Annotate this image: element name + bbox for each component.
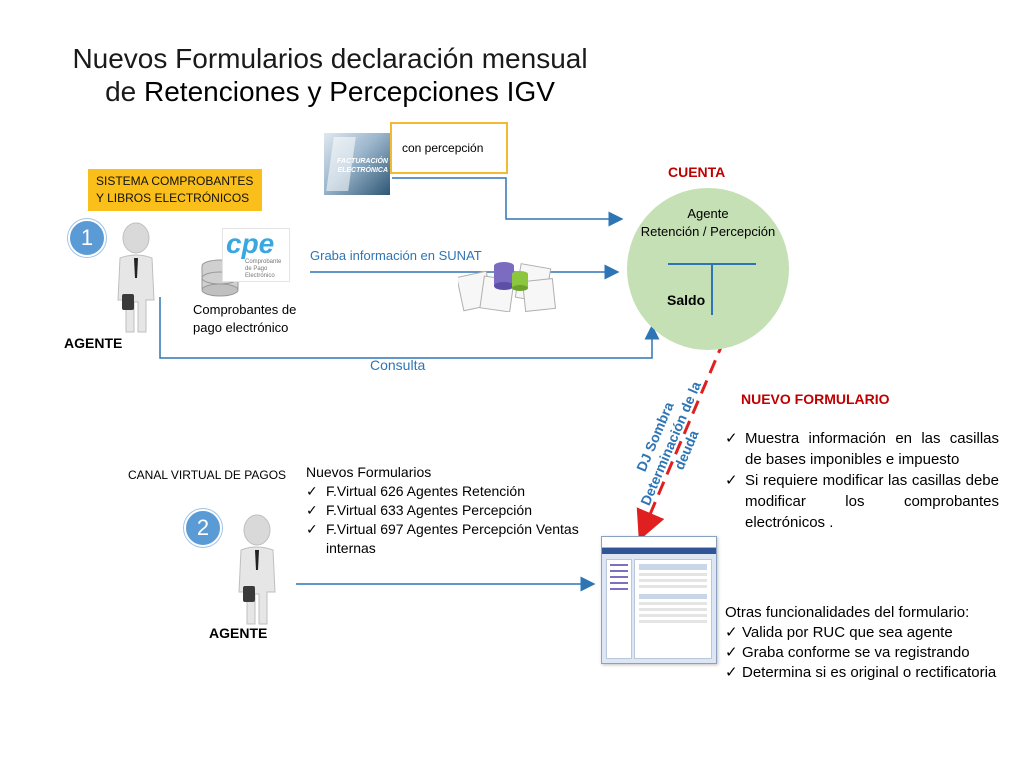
formularios-list: ✓ F.Virtual 626 Agentes Retención ✓ F.Virt…	[306, 482, 594, 558]
list-item-text: Determina si es original o rectificatori…	[742, 664, 997, 681]
cpe-logo: cpe Comprobante de Pago Electrónico	[200, 228, 290, 297]
t-account-vertical	[711, 263, 713, 315]
facturacion-logo-line-2: ELECTRÓNICA	[337, 167, 388, 174]
comprobantes-line-1: Comprobantes de	[193, 302, 297, 317]
agente-label-1: AGENTE	[64, 335, 123, 351]
list-item-text: Muestra información en las casillas de b…	[745, 430, 999, 468]
agent-figure-2-icon	[238, 514, 276, 625]
consulta-arrow	[159, 297, 660, 359]
cuenta-text: Agente Retención / Percepción	[627, 205, 789, 241]
comprobantes-caption: Comprobantes de pago electrónico	[193, 301, 296, 337]
documents-database-icon	[458, 262, 557, 312]
consulta-label: Consulta	[370, 357, 426, 373]
facturacion-electronica-logo: FACTURACIÓN ELECTRÓNICA	[324, 133, 390, 195]
otras-title: Otras funcionalidades del formulario:	[725, 604, 970, 621]
check-icon: ✓	[306, 521, 318, 537]
list-item: ✓ Si requiere modificar las casillas debe…	[725, 470, 999, 533]
nuevo-formulario-list: ✓ Muestra información en las casillas de …	[725, 428, 999, 533]
step-1-badge: 1	[68, 219, 106, 257]
cuenta-circle: Agente Retención / Percepción Saldo	[627, 188, 789, 350]
con-percepcion-box: con percepción	[390, 122, 508, 174]
list-item: ✓Valida por RUC que sea agente	[725, 623, 1015, 643]
form-screenshot	[601, 536, 717, 664]
title-line-2-prefix: de	[105, 76, 145, 107]
check-icon: ✓	[725, 430, 738, 447]
cpe-logo-card: cpe Comprobante de Pago Electrónico	[222, 228, 290, 282]
check-icon: ✓	[306, 483, 318, 499]
sistema-box: SISTEMA COMPROBANTES Y LIBROS ELECTRÓNIC…	[88, 169, 262, 211]
cpe-logo-subtext: Comprobante de Pago Electrónico	[223, 259, 289, 280]
cuenta-label: CUENTA	[668, 164, 726, 180]
comprobantes-line-2: pago electrónico	[193, 320, 289, 335]
agent-figure-icon	[117, 222, 155, 333]
check-icon: ✓	[725, 664, 738, 681]
sistema-line-1: SISTEMA COMPROBANTES	[96, 174, 254, 188]
form-screenshot-content	[634, 559, 712, 659]
step-2-badge: 2	[184, 509, 222, 547]
database-icon	[201, 259, 239, 297]
cpe-logo-subtext-3: Electrónico	[245, 273, 275, 279]
list-item: ✓Determina si es original o rectificator…	[725, 663, 1015, 683]
list-item: ✓ F.Virtual 697 Agentes Percepción Ventas…	[306, 520, 594, 558]
list-item-text: F.Virtual 633 Agentes Percepción	[326, 502, 532, 518]
facturacion-to-cuenta-arrow	[392, 177, 624, 227]
facturacion-logo-line-1: FACTURACIÓN	[337, 158, 388, 165]
cpe-logo-subtext-1: Comprobante	[245, 259, 282, 265]
list-item-text: F.Virtual 626 Agentes Retención	[326, 483, 525, 499]
form-screenshot-header	[602, 537, 716, 548]
form-screenshot-bar	[602, 548, 716, 554]
list-item: ✓ Muestra información en las casillas de …	[725, 428, 999, 470]
list-item-text: Si requiere modificar las casillas debe …	[745, 472, 999, 531]
title-line-1: Nuevos Formularios declaración mensual	[72, 43, 588, 74]
list-item: ✓Graba conforme se va registrando	[725, 643, 1015, 663]
check-icon: ✓	[725, 472, 738, 489]
cuenta-line-1: Agente	[687, 206, 729, 221]
check-icon: ✓	[725, 624, 738, 641]
graba-label: Graba información en SUNAT	[310, 248, 482, 263]
agente-label-2: AGENTE	[209, 625, 268, 641]
list-item-text: Valida por RUC que sea agente	[742, 624, 953, 641]
cpe-logo-subtext-2: de Pago	[245, 266, 268, 272]
saldo-label: Saldo	[667, 292, 706, 308]
sistema-line-2: Y LIBROS ELECTRÓNICOS	[96, 191, 250, 205]
otras-list: ✓Valida por RUC que sea agente ✓Graba co…	[725, 623, 1015, 683]
title-emphasis: Retenciones y Percepciones IGV	[144, 76, 555, 107]
form-screenshot-sidebar	[606, 559, 632, 659]
list-item: ✓ F.Virtual 633 Agentes Percepción	[306, 501, 594, 520]
list-item: ✓ F.Virtual 626 Agentes Retención	[306, 482, 594, 501]
dj-sombra-dashed-arrow	[636, 339, 726, 541]
nuevos-formularios-title: Nuevos Formularios	[306, 464, 432, 480]
facturacion-logo-text: FACTURACIÓN ELECTRÓNICA	[337, 157, 388, 175]
check-icon: ✓	[725, 644, 738, 661]
otras-funcionalidades: Otras funcionalidades del formulario: ✓V…	[725, 603, 1015, 683]
canal-virtual-label: CANAL VIRTUAL DE PAGOS	[128, 468, 287, 482]
page-title: Nuevos Formularios declaración mensual d…	[40, 42, 620, 108]
title-line-2: de Retenciones y Percepciones IGV	[40, 75, 620, 108]
check-icon: ✓	[306, 502, 318, 518]
nuevos-formularios-block: Nuevos Formularios ✓ F.Virtual 626 Agente…	[306, 463, 594, 558]
con-percepcion-text: con percepción	[402, 141, 484, 155]
cpe-logo-text: cpe	[226, 228, 275, 259]
list-item-text: F.Virtual 697 Agentes Percepción Ventas …	[326, 521, 579, 556]
cuenta-line-2: Retención / Percepción	[640, 224, 776, 239]
nuevo-formulario-label: NUEVO FORMULARIO	[741, 391, 890, 407]
list-item-text: Graba conforme se va registrando	[742, 644, 970, 661]
